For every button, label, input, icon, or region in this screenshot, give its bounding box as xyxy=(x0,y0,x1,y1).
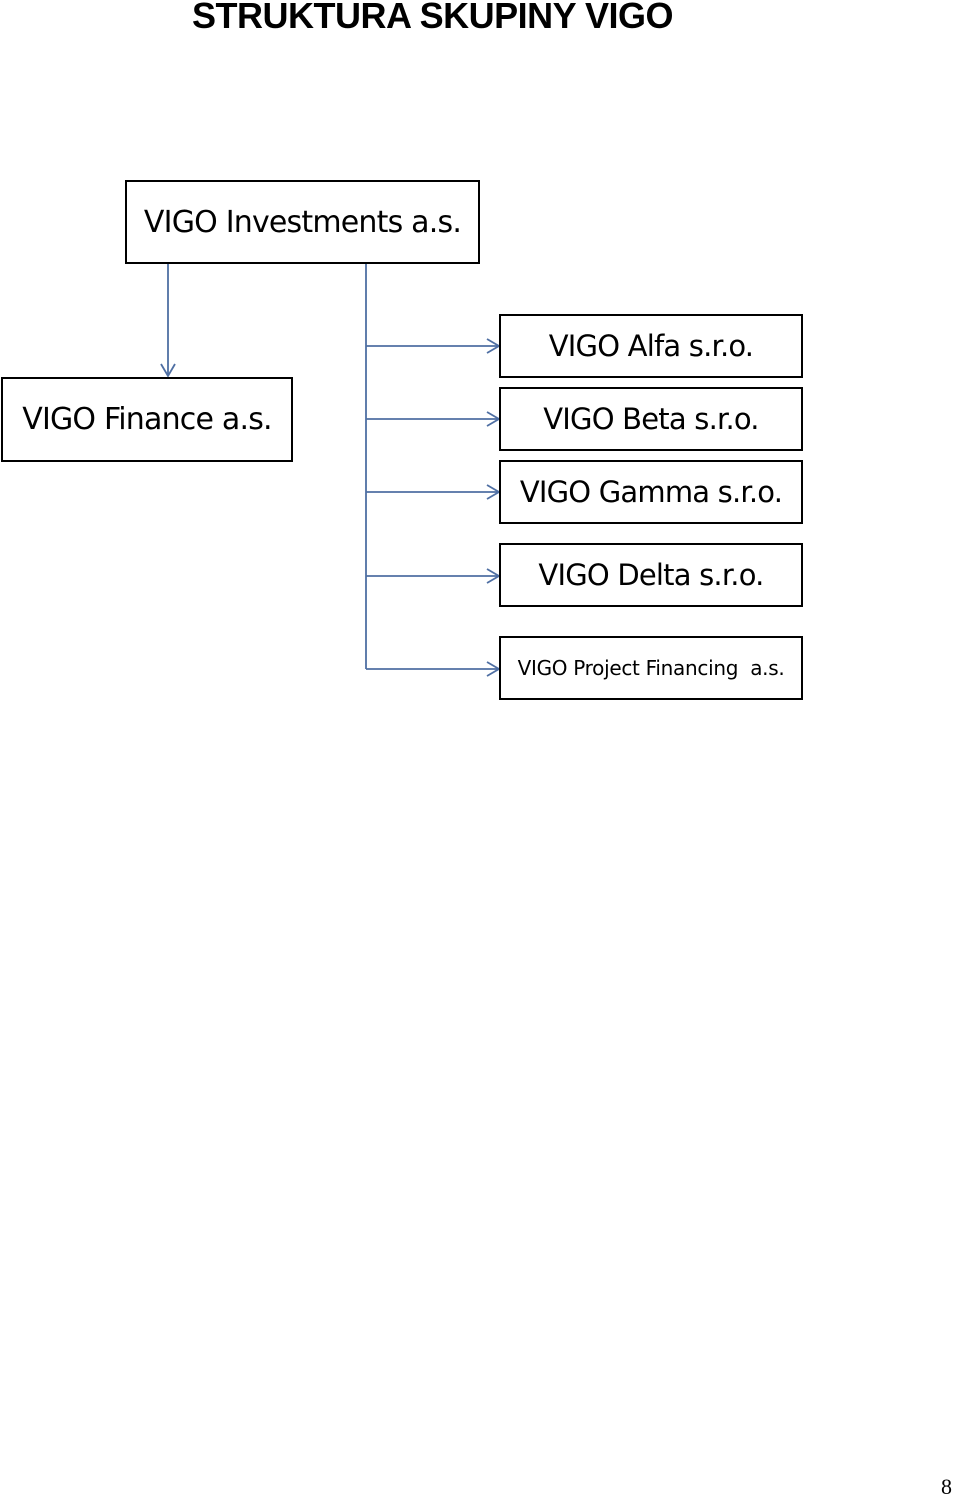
node-label: VIGO Investments a.s. xyxy=(143,204,462,240)
node-label: VIGO Beta s.r.o. xyxy=(543,402,759,436)
node-vigo-delta: VIGO Delta s.r.o. xyxy=(499,543,803,607)
node-vigo-beta: VIGO Beta s.r.o. xyxy=(499,387,803,451)
node-vigo-investments: VIGO Investments a.s. xyxy=(125,180,480,264)
node-label: VIGO Gamma s.r.o. xyxy=(519,475,783,509)
page-number: 8 xyxy=(941,1474,952,1499)
node-label: VIGO Delta s.r.o. xyxy=(538,558,764,592)
page-title: STRUKTURA SKUPINY VIGO xyxy=(191,0,674,36)
node-vigo-finance: VIGO Finance a.s. xyxy=(1,377,293,462)
node-label: VIGO Alfa s.r.o. xyxy=(548,329,754,363)
arrowhead-finance xyxy=(160,363,176,378)
node-label: VIGO Finance a.s. xyxy=(22,402,272,437)
node-vigo-project-financing: VIGO Project Financing a.s. xyxy=(499,636,803,700)
node-vigo-gamma: VIGO Gamma s.r.o. xyxy=(499,460,803,524)
node-label: VIGO Project Financing a.s. xyxy=(517,656,785,680)
node-vigo-alfa: VIGO Alfa s.r.o. xyxy=(499,314,803,378)
